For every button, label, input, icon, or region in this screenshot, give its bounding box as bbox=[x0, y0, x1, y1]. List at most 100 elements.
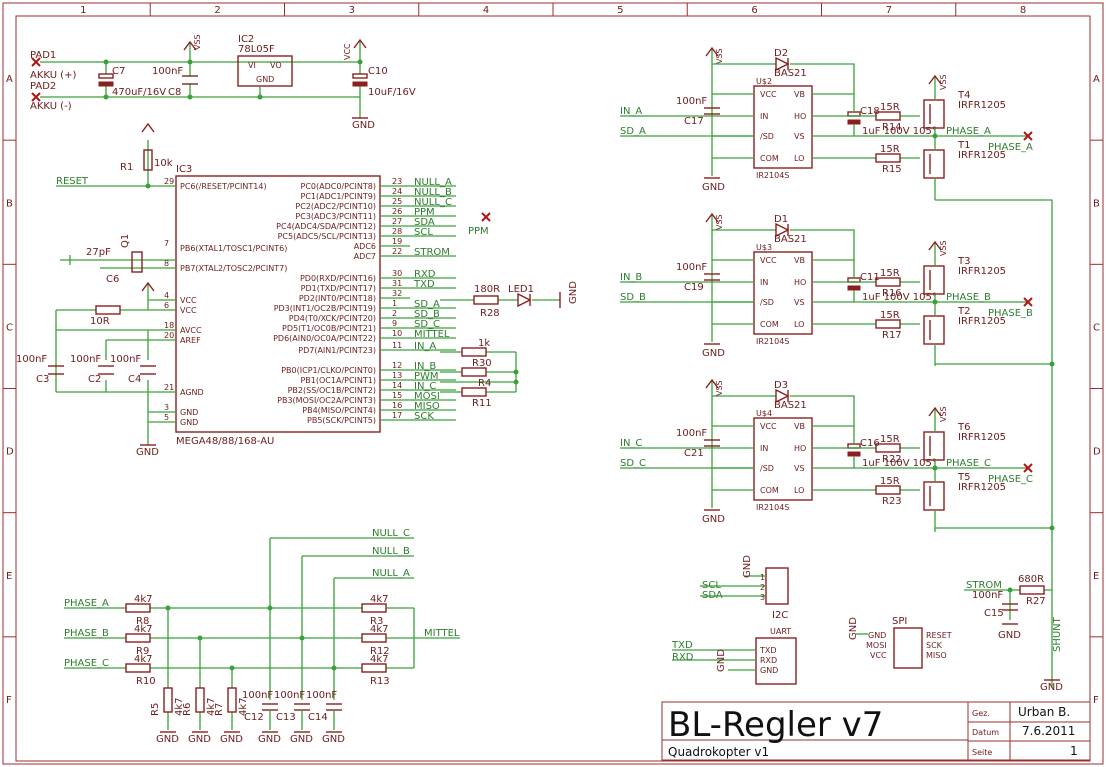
svg-text:D2: D2 bbox=[774, 48, 788, 59]
svg-text:10uF/16V: 10uF/16V bbox=[368, 87, 416, 98]
mcu-pin-name: AVCC bbox=[180, 326, 202, 335]
svg-text:R28: R28 bbox=[480, 308, 500, 319]
svg-text:UART: UART bbox=[770, 627, 791, 636]
svg-text:HO: HO bbox=[794, 444, 806, 453]
svg-text:IRFR1205: IRFR1205 bbox=[958, 482, 1006, 493]
svg-text:R6: R6 bbox=[182, 703, 193, 716]
phase-net: PHASE_A bbox=[946, 126, 991, 137]
frame-row-label: A bbox=[1093, 74, 1100, 85]
svg-text:VSS: VSS bbox=[715, 48, 724, 64]
frame-row-label: C bbox=[1093, 322, 1100, 333]
svg-text:Q1: Q1 bbox=[120, 234, 131, 248]
svg-text:100nF: 100nF bbox=[110, 354, 141, 365]
svg-text:15R: 15R bbox=[880, 476, 900, 487]
svg-text:LO: LO bbox=[794, 486, 804, 495]
svg-text:GND: GND bbox=[188, 734, 211, 745]
svg-text:VB: VB bbox=[794, 256, 805, 265]
svg-text:D3: D3 bbox=[774, 380, 788, 391]
svg-text:VSS: VSS bbox=[715, 214, 724, 230]
svg-text:/SD: /SD bbox=[760, 132, 774, 141]
mcu-net-label: SCL bbox=[414, 227, 433, 238]
frame-row-label: E bbox=[1093, 571, 1099, 582]
svg-text:4k7: 4k7 bbox=[174, 697, 185, 716]
svg-text:GND: GND bbox=[352, 120, 375, 131]
mcu-pin-number: 24 bbox=[392, 187, 402, 196]
svg-text:GND: GND bbox=[136, 447, 159, 458]
svg-text:27pF: 27pF bbox=[86, 247, 111, 258]
mcu-net-label: PPM bbox=[414, 207, 435, 218]
driver-name: U$2 bbox=[756, 77, 772, 86]
mcu-pin-number: 18 bbox=[164, 321, 174, 330]
mcu-pin-name: PD6(AIN0/OC0A/PCINT22) bbox=[273, 334, 376, 343]
svg-text:R7: R7 bbox=[214, 703, 225, 716]
current-sense: STROM 680R R27 100nF C15 GND SHUNT GND bbox=[964, 574, 1063, 693]
svg-text:HO: HO bbox=[794, 112, 806, 121]
mcu-net-label: STROM bbox=[414, 247, 450, 258]
mcu-pin-name: PB0(ICP1/CLKO/PCINT0) bbox=[281, 366, 376, 375]
svg-text:VCC: VCC bbox=[870, 651, 887, 660]
bridge-stages: U$2IR2104SVCCIN/SDCOMVBHOVSLOVSSGND100nF… bbox=[620, 46, 1033, 532]
phase-net: PHASE_B bbox=[988, 308, 1033, 319]
mcu-net-label: IN_C bbox=[414, 381, 436, 392]
svg-text:C10: C10 bbox=[368, 66, 388, 77]
mcu-pin-name: ADC7 bbox=[354, 252, 376, 261]
svg-text:C8: C8 bbox=[168, 87, 181, 98]
svg-text:R23: R23 bbox=[882, 496, 902, 507]
svg-text:GND: GND bbox=[256, 75, 274, 84]
frame-row-label: B bbox=[6, 198, 13, 209]
svg-text:100nF: 100nF bbox=[274, 690, 305, 701]
bridge-in-net: IN_B bbox=[620, 272, 642, 283]
mcu-pin-number: 29 bbox=[164, 177, 174, 186]
mcu-pin-number: 23 bbox=[392, 177, 402, 186]
power-section: PAD1 AKKU (+) PAD2 AKKU (-) C7 470uF/16V… bbox=[30, 34, 416, 131]
mosfet-name: T3 bbox=[957, 256, 970, 267]
svg-text:Urban B.: Urban B. bbox=[1018, 705, 1070, 719]
bridge-sd-net: SD_A bbox=[620, 126, 646, 137]
svg-text:GND: GND bbox=[702, 514, 725, 525]
mcu-pin-number: 10 bbox=[392, 329, 402, 338]
svg-text:SPI: SPI bbox=[892, 616, 907, 627]
svg-text:GND: GND bbox=[156, 734, 179, 745]
mcu-pin-name: PD4(T0/XCK/PCINT20) bbox=[289, 314, 376, 323]
svg-text:BAS21: BAS21 bbox=[774, 68, 807, 79]
frame-column-label: 3 bbox=[349, 5, 355, 16]
frame-row-label: A bbox=[6, 74, 13, 85]
mcu-net-label: TXD bbox=[413, 279, 435, 290]
mcu-pin-number: 14 bbox=[392, 381, 402, 390]
svg-text:STROM: STROM bbox=[966, 580, 1002, 591]
svg-text:LO: LO bbox=[794, 154, 804, 163]
mcu-net-label: SDA bbox=[414, 217, 435, 228]
mcu-net-label: SD_C bbox=[414, 319, 440, 330]
svg-text:100nF: 100nF bbox=[16, 354, 47, 365]
mcu-pin-name: PD1(TXD/PCINT17) bbox=[301, 284, 376, 293]
mcu-pin-number: 30 bbox=[392, 269, 402, 278]
svg-text:4k7: 4k7 bbox=[134, 624, 153, 635]
svg-text:R4: R4 bbox=[478, 378, 491, 389]
svg-text:15R: 15R bbox=[880, 310, 900, 321]
mcu-pin-number: 28 bbox=[392, 227, 402, 236]
frame-column-label: 4 bbox=[483, 5, 489, 16]
mosfet-name: T4 bbox=[957, 90, 970, 101]
svg-text:GND: GND bbox=[1040, 682, 1063, 693]
mcu-pin-number: 9 bbox=[392, 319, 397, 328]
svg-text:C4: C4 bbox=[128, 374, 141, 385]
svg-text:100nF: 100nF bbox=[152, 66, 183, 77]
akku-plus-label: AKKU (+) bbox=[30, 70, 76, 81]
svg-text:LO: LO bbox=[794, 320, 804, 329]
svg-text:100nF: 100nF bbox=[242, 690, 273, 701]
mcu-pin-number: 25 bbox=[392, 197, 402, 206]
svg-text:78L05F: 78L05F bbox=[238, 44, 275, 55]
frame-row-label: B bbox=[1093, 198, 1100, 209]
svg-text:VS: VS bbox=[794, 464, 805, 473]
frame-row-label: F bbox=[6, 695, 12, 706]
svg-text:SHUNT: SHUNT bbox=[1052, 616, 1063, 652]
svg-text:1uF 100V 105°: 1uF 100V 105° bbox=[862, 126, 937, 137]
svg-text:C14: C14 bbox=[308, 712, 328, 723]
driver-name: U$3 bbox=[756, 243, 772, 252]
svg-text:VO: VO bbox=[270, 61, 282, 70]
svg-text:1: 1 bbox=[1070, 744, 1078, 758]
mcu-net-label: MOSI bbox=[414, 391, 440, 402]
phase-net: PHASE_C bbox=[988, 474, 1033, 485]
